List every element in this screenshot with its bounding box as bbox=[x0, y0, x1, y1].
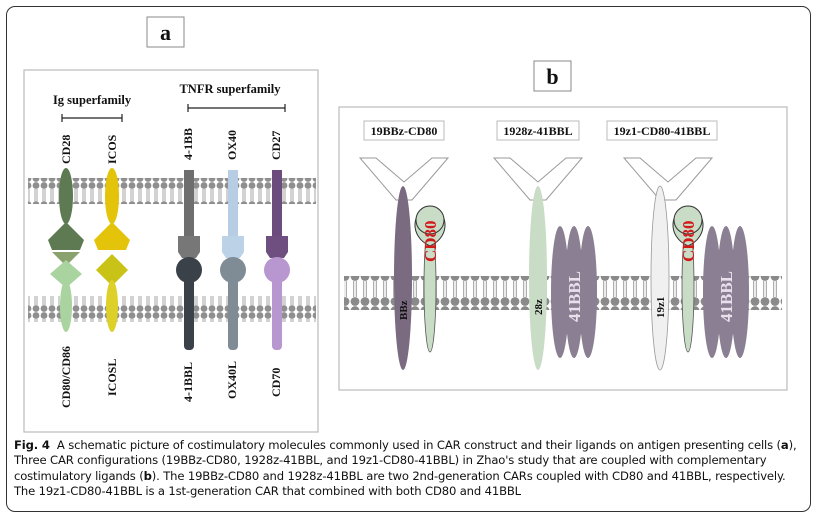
construct-label-19bbz-cd80: 19BBz-CD80 bbox=[371, 124, 438, 138]
svg-text:41BBL: 41BBL bbox=[717, 271, 736, 322]
tnfr-superfamily-label: TNFR superfamily bbox=[179, 82, 281, 96]
panel-a-label: a bbox=[160, 20, 171, 45]
construct-label-19z1-cd80-41bbl: 19z1-CD80-41BBL bbox=[614, 124, 711, 138]
car-28z: 28z bbox=[492, 157, 584, 370]
cd80-ligand-2: CD80 bbox=[672, 205, 704, 353]
figure-illustration: a Ig superfamily TNFR superfamily CD28 I… bbox=[23, 16, 788, 433]
panel-b-label: b bbox=[546, 64, 558, 89]
ligand-label-4-1bbl: 4-1BBL bbox=[181, 362, 195, 402]
cd80-ligand-1: CD80 bbox=[414, 205, 446, 353]
panel-b-label-box bbox=[533, 60, 572, 92]
receptor-label-cd27: CD27 bbox=[269, 131, 283, 160]
svg-text:CD80: CD80 bbox=[679, 220, 698, 262]
ligand-label-cd80-cd86: CD80/CD86 bbox=[59, 346, 73, 408]
svg-text:CD80: CD80 bbox=[421, 220, 440, 262]
car-19bbz: BBz bbox=[358, 157, 450, 370]
svg-text:BBz: BBz bbox=[398, 300, 410, 320]
car-19z1: 19z1 bbox=[622, 157, 714, 371]
cd28-receptor bbox=[48, 168, 84, 266]
svg-text:41BBL: 41BBL bbox=[565, 271, 584, 322]
t-cell-membrane bbox=[28, 178, 316, 204]
figure-number: Fig. 4 bbox=[14, 438, 50, 452]
cd80-cd86-ligand bbox=[50, 260, 82, 332]
ligand-label-cd70: CD70 bbox=[269, 368, 283, 397]
ligand-label-icosl: ICOSL bbox=[105, 359, 119, 396]
construct-label-1928z-41bbl: 1928z-41BBL bbox=[503, 124, 572, 138]
ligand-label-ox40l: OX40L bbox=[225, 361, 239, 399]
icosl-ligand bbox=[96, 254, 128, 332]
receptor-label-4-1bb: 4-1BB bbox=[181, 128, 195, 160]
ox40-receptor bbox=[222, 170, 244, 258]
receptor-label-icos: ICOS bbox=[105, 134, 119, 164]
41bbl-ligand-2: 41BBL bbox=[703, 226, 749, 358]
4-1bb-receptor bbox=[178, 170, 200, 258]
apc-membrane bbox=[28, 296, 316, 322]
ig-superfamily-label: Ig superfamily bbox=[53, 93, 132, 107]
receptor-label-ox40: OX40 bbox=[225, 130, 239, 160]
icos-receptor bbox=[94, 168, 130, 250]
receptor-label-cd28: CD28 bbox=[59, 135, 73, 164]
cd70-ligand bbox=[264, 257, 290, 350]
cd27-receptor bbox=[266, 170, 288, 258]
svg-text:28z: 28z bbox=[533, 299, 545, 315]
figure-caption: Fig. 4 A schematic picture of costimulat… bbox=[14, 438, 797, 499]
41bbl-ligand-1: 41BBL bbox=[551, 226, 597, 358]
svg-text:19z1: 19z1 bbox=[655, 297, 667, 318]
ox40l-ligand bbox=[220, 257, 246, 350]
4-1bbl-ligand bbox=[176, 257, 202, 350]
panel-a-label-box bbox=[146, 16, 185, 48]
